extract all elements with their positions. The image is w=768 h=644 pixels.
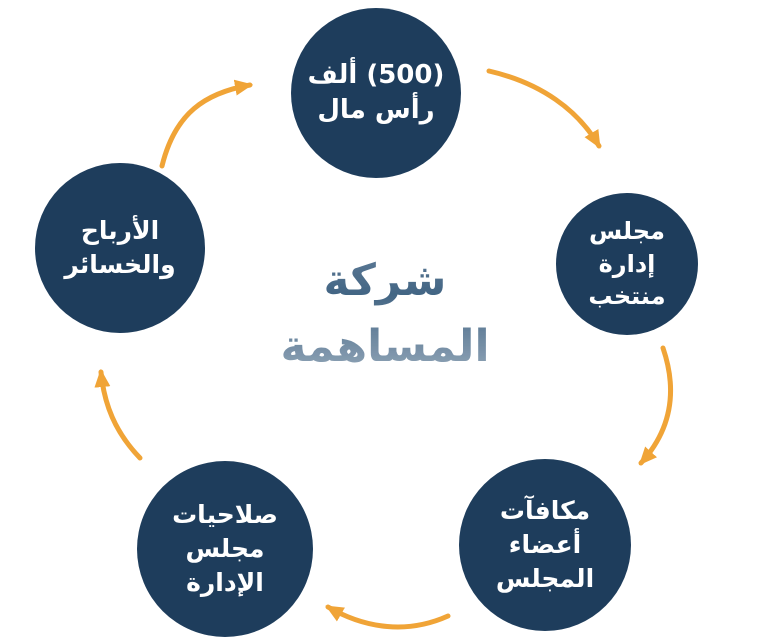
node-profits-losses: الأرباح والخسائر	[35, 163, 205, 333]
diagram-title-line2: المساهمة	[280, 321, 490, 372]
node-board-powers: صلاحيات مجلس الإدارة	[137, 461, 313, 637]
node-capital: (500) ألف رأس مال	[291, 8, 461, 178]
node-board-rewards: مكافآت أعضاء المجلس	[459, 459, 631, 631]
arrow-capital-to-board	[486, 68, 602, 149]
arrow-powers-to-profits	[94, 369, 143, 461]
node-elected-board: مجلس إدارة منتخب	[556, 193, 698, 335]
arrow-rewards-to-powers	[325, 604, 451, 630]
diagram-title-line1: شركة	[323, 255, 447, 306]
diagram-title: شركة المساهمة	[255, 248, 515, 380]
arrow-board-to-rewards	[638, 345, 674, 466]
arrow-profits-to-capital	[159, 79, 253, 169]
